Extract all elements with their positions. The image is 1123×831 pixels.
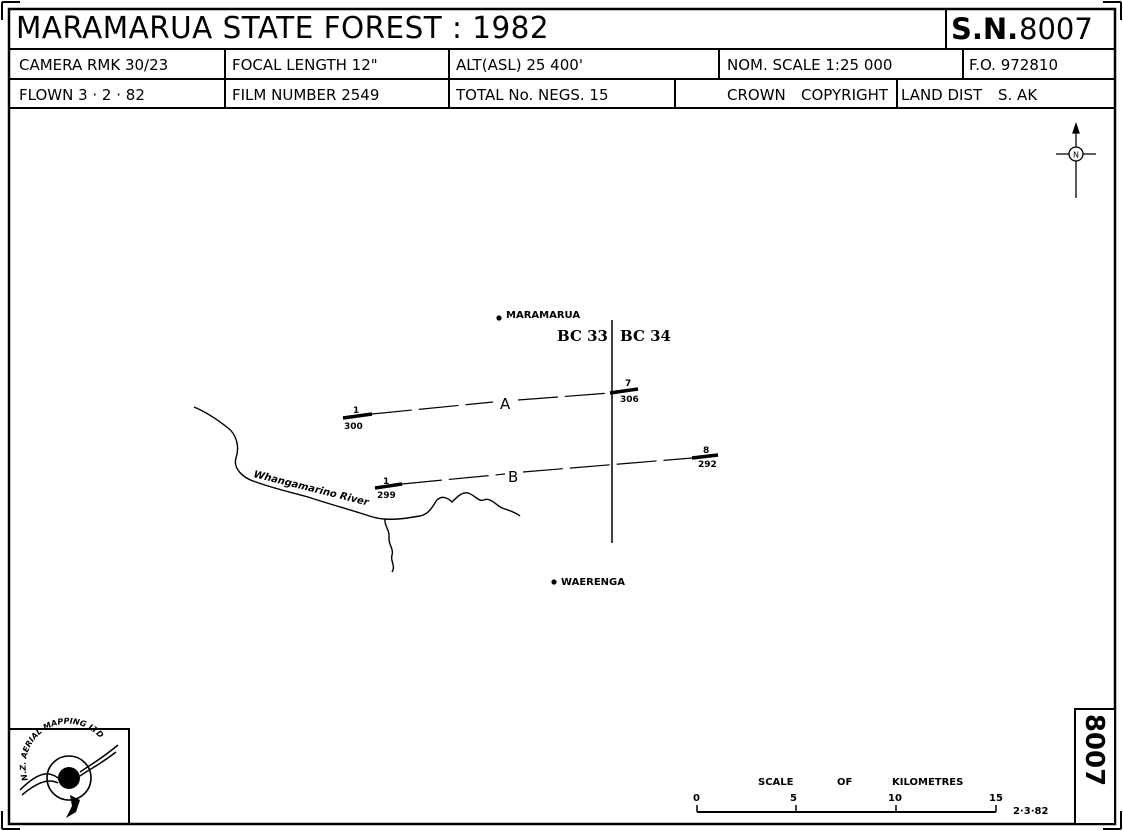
total-negs-field: TOTAL No. NEGS. 15 — [456, 86, 609, 104]
scale-bar — [696, 805, 997, 813]
flight-run-a — [342, 387, 639, 420]
place-dot-maramarua — [496, 315, 502, 321]
place-label-waerenga: WAERENGA — [561, 577, 625, 588]
river-label: Whangamarino River — [252, 469, 370, 509]
north-arrow-icon: N — [1056, 121, 1096, 198]
place-dot-waerenga — [551, 579, 557, 585]
run-b-start-frame: 1 — [383, 477, 389, 487]
logo: N.Z. AERIAL MAPPING LTD — [8, 717, 130, 825]
land-dist-value: S. AK — [998, 86, 1038, 104]
scale-tick-10: 10 — [888, 793, 902, 804]
copyright-field: COPYRIGHT — [801, 86, 889, 104]
focal-length-field: FOCAL LENGTH 12" — [232, 56, 378, 74]
scale-of-label: OF — [837, 777, 852, 788]
scale-label: SCALE — [758, 777, 794, 788]
land-dist-label: LAND DIST — [901, 86, 983, 104]
run-a-start-frame: 1 — [353, 406, 359, 416]
scale-units-label: KILOMETRES — [892, 777, 963, 788]
run-a-letter: A — [500, 395, 511, 413]
run-b-letter: B — [508, 468, 518, 486]
run-a-end-neg: 306 — [620, 395, 639, 405]
side-sheet-box: 8007 — [1074, 708, 1116, 825]
run-b-end-frame: 8 — [703, 446, 709, 456]
camera-field: CAMERA RMK 30/23 — [19, 56, 169, 74]
scale-date: 2·3·82 — [1013, 806, 1048, 817]
place-label-maramarua: MARAMARUA — [506, 310, 580, 321]
header-grid — [9, 9, 1115, 109]
crown-field: CROWN — [727, 86, 786, 104]
run-a-end-frame: 7 — [625, 379, 631, 389]
whangamarino-river — [193, 406, 521, 573]
outer-frame — [7, 7, 1117, 826]
fo-field: F.O. 972810 — [969, 56, 1058, 74]
scale-tick-15: 15 — [989, 793, 1003, 804]
film-number-field: FILM NUMBER 2549 — [232, 86, 380, 104]
run-a-start-neg: 300 — [344, 422, 363, 432]
run-b-start-neg: 299 — [377, 491, 396, 501]
sn-value: 8007 — [1019, 12, 1093, 46]
altitude-field: ALT(ASL) 25 400' — [456, 56, 583, 74]
side-sheet-number: 8007 — [1079, 714, 1109, 786]
flight-run-b — [374, 453, 719, 490]
nom-scale-field: NOM. SCALE 1:25 000 — [727, 56, 893, 74]
scale-tick-5: 5 — [790, 793, 797, 804]
scale-tick-0: 0 — [693, 793, 700, 804]
block-label-left: BC 33 — [557, 327, 608, 345]
sn-label: S.N. — [951, 12, 1019, 46]
north-symbol: N — [1073, 151, 1079, 160]
run-b-end-neg: 292 — [698, 460, 717, 470]
map-title: MARAMARUA STATE FOREST : 1982 — [16, 11, 550, 46]
flown-field: FLOWN 3 · 2 · 82 — [19, 86, 145, 104]
block-label-right: BC 34 — [620, 327, 671, 345]
